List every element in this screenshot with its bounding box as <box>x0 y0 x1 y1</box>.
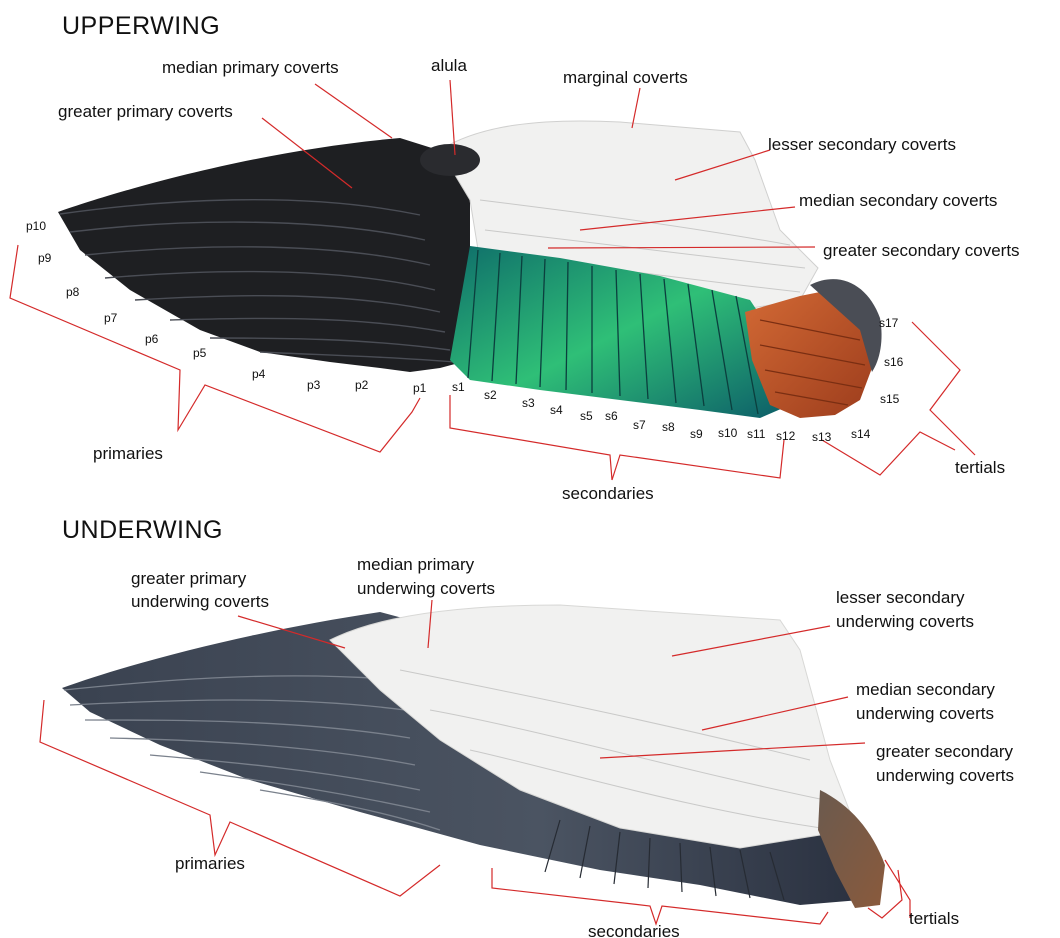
secondary-number: s6 <box>605 409 618 423</box>
label-median-primary-underwing-coverts-line2: underwing coverts <box>357 579 495 598</box>
label-upper-secondaries: secondaries <box>562 484 654 503</box>
secondary-number: s1 <box>452 380 465 394</box>
label-lesser-secondary-underwing-coverts-line1: lesser secondary <box>836 588 965 607</box>
secondary-number: s3 <box>522 396 535 410</box>
primary-number: p10 <box>26 219 46 233</box>
label-under-primaries: primaries <box>175 854 245 873</box>
label-median-primary-underwing-coverts-line1: median primary <box>357 555 475 574</box>
label-marginal-coverts: marginal coverts <box>563 68 688 87</box>
secondary-number: s9 <box>690 427 703 441</box>
label-alula: alula <box>431 56 467 75</box>
label-greater-primary-coverts: greater primary coverts <box>58 102 233 121</box>
label-greater-primary-underwing-coverts-line2: underwing coverts <box>131 592 269 611</box>
label-greater-secondary-underwing-coverts-line2: underwing coverts <box>876 766 1014 785</box>
tertial-number: s15 <box>880 392 900 406</box>
primary-number: p5 <box>193 346 207 360</box>
secondary-number: s4 <box>550 403 563 417</box>
primary-number: p8 <box>66 285 80 299</box>
tertial-number: s16 <box>884 355 904 369</box>
label-greater-primary-underwing-coverts-line1: greater primary <box>131 569 247 588</box>
secondary-number: s7 <box>633 418 646 432</box>
primary-number: p6 <box>145 332 159 346</box>
label-under-tertials: tertials <box>909 909 959 928</box>
secondary-number: s10 <box>718 426 738 440</box>
secondary-number: s11 <box>747 427 766 441</box>
label-greater-secondary-underwing-coverts-line1: greater secondary <box>876 742 1014 761</box>
label-lesser-secondary-coverts: lesser secondary coverts <box>768 135 956 154</box>
primary-number: p1 <box>413 381 427 395</box>
tertial-number: s13 <box>812 430 832 444</box>
primary-number: p7 <box>104 311 118 325</box>
secondary-number: s5 <box>580 409 593 423</box>
upperwing-primaries-shape <box>58 138 470 372</box>
label-under-secondaries: secondaries <box>588 922 680 938</box>
tertial-number: s14 <box>851 427 871 441</box>
tertial-number: s17 <box>879 316 899 330</box>
secondary-number: s2 <box>484 388 497 402</box>
label-median-secondary-underwing-coverts-line1: median secondary <box>856 680 995 699</box>
label-upper-primaries: primaries <box>93 444 163 463</box>
label-median-secondary-underwing-coverts-line2: underwing coverts <box>856 704 994 723</box>
primary-number: p4 <box>252 367 266 381</box>
label-upper-tertials: tertials <box>955 458 1005 477</box>
primary-number: p2 <box>355 378 369 392</box>
primary-number: p3 <box>307 378 321 392</box>
upperwing-alula-shape <box>420 144 480 176</box>
label-median-primary-coverts: median primary coverts <box>162 58 339 77</box>
upperwing-illustration <box>58 121 882 418</box>
label-median-secondary-coverts: median secondary coverts <box>799 191 997 210</box>
primary-number: p9 <box>38 251 52 265</box>
label-greater-secondary-coverts: greater secondary coverts <box>823 241 1020 260</box>
secondary-number: s12 <box>776 429 796 443</box>
secondary-number: s8 <box>662 420 675 434</box>
label-lesser-secondary-underwing-coverts-line2: underwing coverts <box>836 612 974 631</box>
